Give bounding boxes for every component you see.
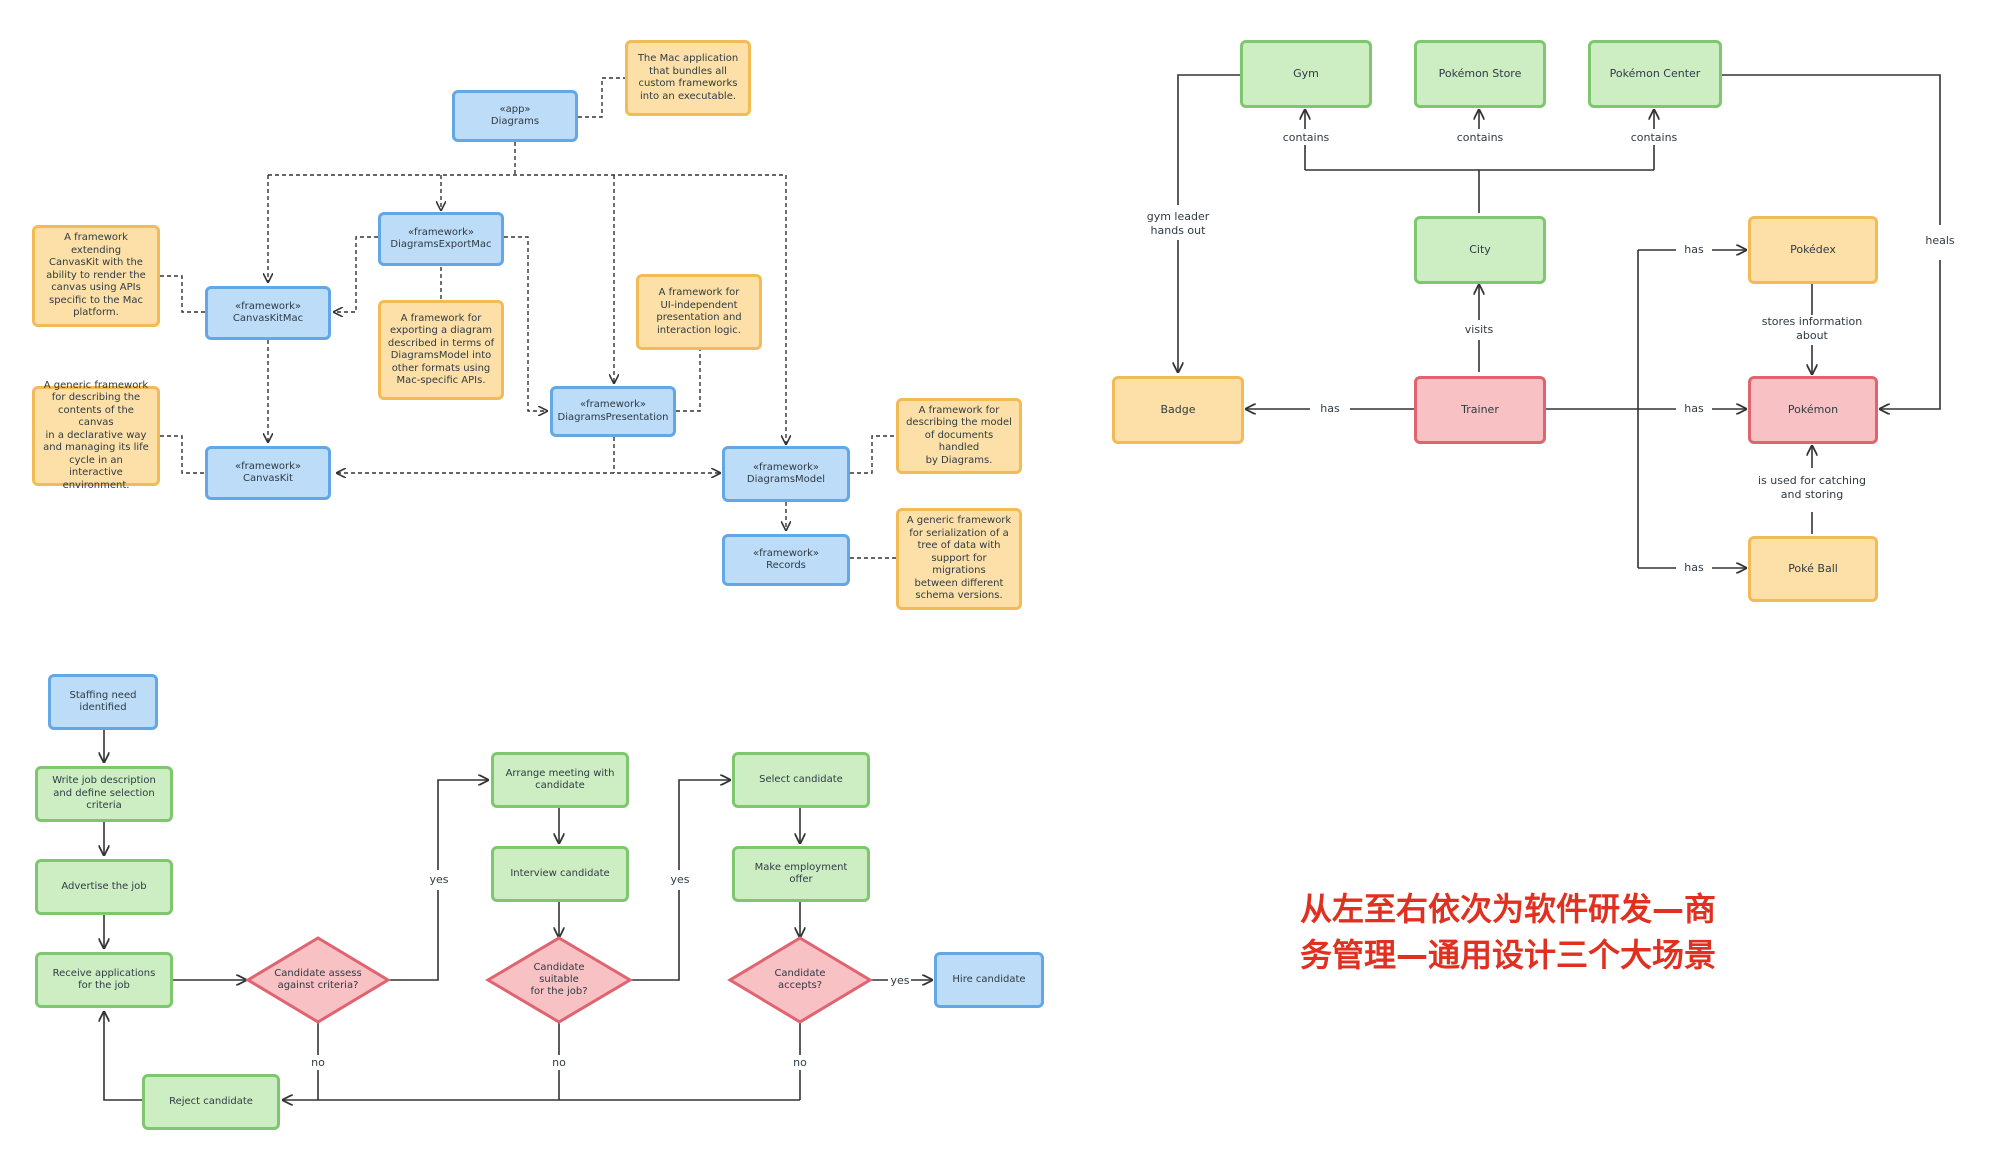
note-export-mac: A framework for exporting a diagram desc…	[378, 300, 504, 400]
node-canvaskit: «framework» CanvasKit	[205, 446, 331, 500]
node-staffing-need: Staffing need identified	[48, 674, 158, 730]
node-interview-candidate: Interview candidate	[491, 846, 629, 902]
node-canvaskit-mac: «framework» CanvasKitMac	[205, 286, 331, 340]
node-app-diagrams: «app» Diagrams	[452, 90, 578, 142]
label-suitable-yes: yes	[669, 873, 691, 887]
label-trainer-has-pokeball: has	[1676, 561, 1712, 575]
node-receive-applications: Receive applications for the job	[35, 952, 173, 1008]
node-city: City	[1414, 216, 1546, 284]
label-gym-leader-hands-out: gym leader hands out	[1140, 210, 1216, 238]
node-select-candidate: Select candidate	[732, 752, 870, 808]
node-badge: Badge	[1112, 376, 1244, 444]
decision-suitable-shape	[485, 936, 633, 1024]
node-trainer: Trainer	[1414, 376, 1546, 444]
node-pokemon-center: Pokémon Center	[1588, 40, 1722, 108]
decision-accepts-shape	[727, 936, 873, 1024]
label-trainer-has-badge: has	[1312, 402, 1348, 416]
node-pokemon-store: Pokémon Store	[1414, 40, 1546, 108]
label-contains-center: contains	[1624, 131, 1684, 145]
node-records: «framework» Records	[722, 534, 850, 586]
note-diagrams-model: A framework for describing the model of …	[896, 398, 1022, 474]
node-write-job-description: Write job description and define selecti…	[35, 766, 173, 822]
label-trainer-has-pokemon: has	[1676, 402, 1712, 416]
label-used-for-catching: is used for catching and storing	[1748, 474, 1876, 502]
decision-suitable-label: Candidate suitable for the job?	[530, 962, 588, 997]
node-diagrams-model: «framework» DiagramsModel	[722, 446, 850, 502]
node-employment-offer: Make employment offer	[732, 846, 870, 902]
label-accepts-no: no	[790, 1056, 810, 1070]
label-assess-no: no	[308, 1056, 328, 1070]
decision-assess-shape	[245, 936, 391, 1024]
node-pokemon: Pokémon	[1748, 376, 1878, 444]
decision-accepts-label: Candidate accepts?	[774, 968, 826, 991]
node-arrange-meeting: Arrange meeting with candidate	[491, 752, 629, 808]
label-heals: heals	[1920, 234, 1960, 248]
scenario-caption: 从左至右依次为软件研发—商 务管理—通用设计三个大场景	[1300, 890, 1717, 975]
decision-assess-label: Candidate assess against criteria?	[274, 968, 362, 991]
note-ui-independent: A framework for UI-independent presentat…	[636, 274, 762, 350]
label-suitable-no: no	[549, 1056, 569, 1070]
label-stores-information-about: stores information about	[1752, 315, 1872, 343]
label-contains-gym: contains	[1276, 131, 1336, 145]
label-contains-store: contains	[1450, 131, 1510, 145]
node-diagrams-export-mac: «framework» DiagramsExportMac	[378, 212, 504, 266]
node-advertise-job: Advertise the job	[35, 859, 173, 915]
node-reject-candidate: Reject candidate	[142, 1074, 280, 1130]
node-pokeball: Poké Ball	[1748, 536, 1878, 602]
label-trainer-has-pokedex: has	[1676, 243, 1712, 257]
note-records: A generic framework for serialization of…	[896, 508, 1022, 610]
label-visits: visits	[1456, 323, 1502, 337]
label-assess-yes: yes	[428, 873, 450, 887]
node-diagrams-presentation: «framework» DiagramsPresentation	[550, 386, 676, 437]
node-hire-candidate: Hire candidate	[934, 952, 1044, 1008]
note-canvaskit: A generic framework for describing the c…	[32, 380, 160, 491]
note-mac-app: The Mac application that bundles all cus…	[625, 40, 751, 116]
label-accepts-yes: yes	[889, 974, 911, 988]
node-pokedex: Pokédex	[1748, 216, 1878, 284]
node-gym: Gym	[1240, 40, 1372, 108]
note-canvaskit-mac: A framework extending CanvasKit with the…	[32, 225, 160, 327]
